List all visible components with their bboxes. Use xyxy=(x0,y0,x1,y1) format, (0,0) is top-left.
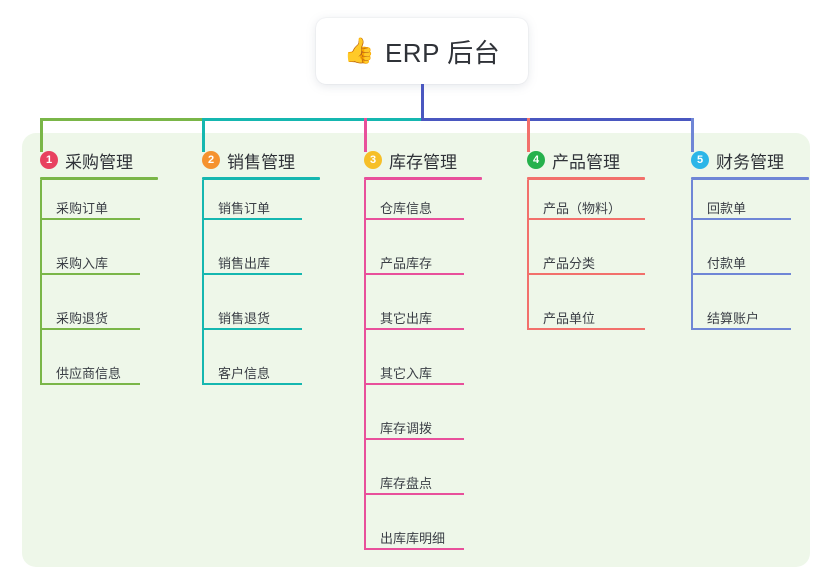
branch-stub-4 xyxy=(527,118,530,152)
branch-badge-5: 5 xyxy=(691,151,709,169)
branch-rail-5 xyxy=(691,180,693,330)
leaf-underline xyxy=(691,328,791,330)
leaf-underline xyxy=(527,273,645,275)
branch-title-4: 产品管理 xyxy=(552,152,620,172)
branch-title-3: 库存管理 xyxy=(389,152,457,172)
leaf-underline xyxy=(40,273,140,275)
leaf-underline xyxy=(364,493,464,495)
leaf-underline xyxy=(202,218,302,220)
branch-column-5: 5 财务管理回款单付款单结算账户 xyxy=(673,143,809,330)
leaf-item[interactable]: 产品分类 xyxy=(543,256,596,271)
leaf-underline xyxy=(202,273,302,275)
root-node-title: ERP 后台 xyxy=(384,37,501,68)
branch-rail-3 xyxy=(364,180,366,550)
branch-rail-1 xyxy=(40,180,42,385)
branch-stub-3 xyxy=(364,118,367,152)
leaf-underline xyxy=(202,328,302,330)
branch-column-2: 2 销售管理销售订单销售出库销售退货客户信息 xyxy=(184,143,320,385)
branch-title-1: 采购管理 xyxy=(65,152,133,172)
branch-column-4: 4 产品管理产品（物料） 产品分类产品单位 xyxy=(509,143,645,330)
leaf-item[interactable]: 销售订单 xyxy=(218,201,271,216)
leaf-underline xyxy=(364,438,464,440)
branch-header-3[interactable]: 3 库存管理 xyxy=(346,143,457,177)
leaf-item[interactable]: 产品库存 xyxy=(380,256,433,271)
branch-header-4[interactable]: 4 产品管理 xyxy=(509,143,620,177)
branch-column-3: 3 库存管理仓库信息产品库存其它出库其它入库库存调拨库存盘点出库库明细 xyxy=(346,143,482,550)
bus-segment-2 xyxy=(202,118,422,121)
leaf-item[interactable]: 库存盘点 xyxy=(380,476,433,491)
branch-title-5: 财务管理 xyxy=(716,152,784,172)
bus-segment-3 xyxy=(421,118,693,121)
leaf-item[interactable]: 出库库明细 xyxy=(380,531,446,546)
branch-badge-1: 1 xyxy=(40,151,58,169)
leaf-underline xyxy=(527,328,645,330)
root-node-card[interactable]: 👍 ERP 后台 xyxy=(316,18,528,84)
leaf-item[interactable]: 其它出库 xyxy=(380,311,433,326)
branch-stub-5 xyxy=(691,118,694,152)
leaf-underline xyxy=(691,273,791,275)
branch-title-2: 销售管理 xyxy=(227,152,295,172)
leaf-underline xyxy=(364,548,464,550)
leaf-underline xyxy=(691,218,791,220)
leaf-item[interactable]: 回款单 xyxy=(707,201,747,216)
branch-stub-1 xyxy=(40,118,43,152)
root-stem xyxy=(421,84,424,121)
branch-header-1[interactable]: 1 采购管理 xyxy=(22,143,133,177)
branch-badge-2: 2 xyxy=(202,151,220,169)
leaf-item[interactable]: 仓库信息 xyxy=(380,201,433,216)
leaf-underline xyxy=(364,383,464,385)
branch-rail-2 xyxy=(202,180,204,385)
branch-badge-4: 4 xyxy=(527,151,545,169)
leaf-item[interactable]: 供应商信息 xyxy=(56,366,122,381)
branch-rail-4 xyxy=(527,180,529,330)
branch-underline-3 xyxy=(364,177,482,180)
leaf-item[interactable]: 产品单位 xyxy=(543,311,596,326)
thumbs-up-icon: 👍 xyxy=(343,36,375,65)
branch-column-1: 1 采购管理采购订单采购入库采购退货供应商信息 xyxy=(22,143,158,385)
leaf-item[interactable]: 销售退货 xyxy=(218,311,271,326)
branch-underline-2 xyxy=(202,177,320,180)
leaf-underline xyxy=(40,383,140,385)
leaf-underline xyxy=(364,328,464,330)
leaf-item[interactable]: 库存调拨 xyxy=(380,421,433,436)
leaf-item[interactable]: 销售出库 xyxy=(218,256,271,271)
leaf-item[interactable]: 客户信息 xyxy=(218,366,271,381)
leaf-item[interactable]: 采购订单 xyxy=(56,201,109,216)
leaf-item[interactable]: 产品（物料） xyxy=(543,201,622,216)
branch-underline-5 xyxy=(691,177,809,180)
leaf-item[interactable]: 付款单 xyxy=(707,256,747,271)
branch-header-2[interactable]: 2 销售管理 xyxy=(184,143,295,177)
leaf-item[interactable]: 结算账户 xyxy=(707,311,760,326)
branch-badge-3: 3 xyxy=(364,151,382,169)
leaf-underline xyxy=(40,328,140,330)
branch-underline-4 xyxy=(527,177,645,180)
branch-underline-1 xyxy=(40,177,158,180)
leaf-item[interactable]: 其它入库 xyxy=(380,366,433,381)
leaf-underline xyxy=(527,218,645,220)
branch-header-5[interactable]: 5 财务管理 xyxy=(673,143,784,177)
leaf-item[interactable]: 采购入库 xyxy=(56,256,109,271)
leaf-underline xyxy=(364,273,464,275)
leaf-underline xyxy=(202,383,302,385)
bus-segment-1 xyxy=(40,118,204,121)
leaf-underline xyxy=(40,218,140,220)
leaf-underline xyxy=(364,218,464,220)
leaf-item[interactable]: 采购退货 xyxy=(56,311,109,326)
branch-stub-2 xyxy=(202,118,205,152)
